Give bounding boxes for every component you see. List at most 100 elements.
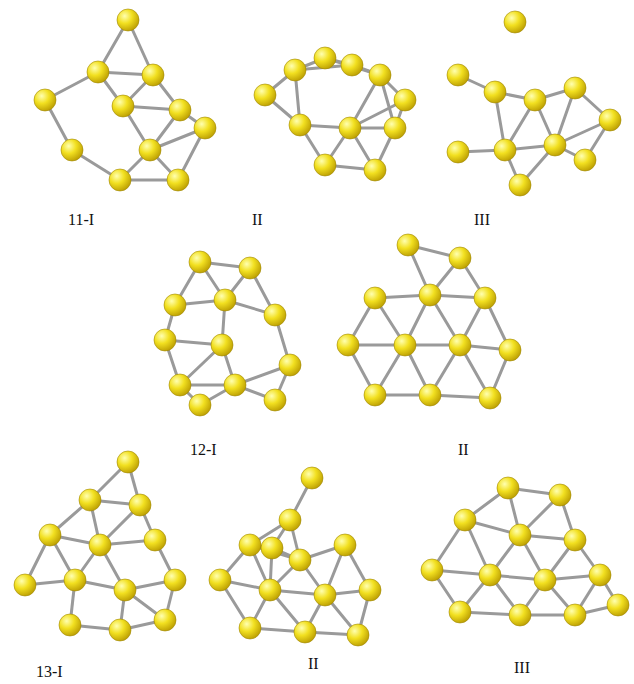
gold-atom [504, 11, 526, 33]
gold-atom [214, 289, 236, 311]
gold-atom [129, 494, 151, 516]
gold-atom [359, 579, 381, 601]
gold-atom [289, 549, 311, 571]
gold-atom [574, 149, 596, 171]
gold-atom [449, 601, 471, 623]
gold-atom [369, 64, 391, 86]
gold-atom [259, 579, 281, 601]
gold-atom [59, 614, 81, 636]
gold-atom [239, 257, 261, 279]
gold-atom [254, 84, 276, 106]
structure-label: III [474, 212, 490, 228]
gold-atom [314, 154, 336, 176]
gold-atom [509, 524, 531, 546]
structure-label: 12-I [190, 442, 217, 458]
gold-atom [474, 287, 496, 309]
gold-atom [479, 564, 501, 586]
gold-atom [109, 169, 131, 191]
gold-atom [117, 451, 139, 473]
gold-atom [364, 287, 386, 309]
structure-label: II [308, 656, 319, 672]
gold-atom [169, 374, 191, 396]
gold-atom [524, 89, 546, 111]
structure-label: III [514, 660, 530, 676]
gold-atom [239, 617, 261, 639]
gold-atom [89, 534, 111, 556]
gold-atom [419, 384, 441, 406]
gold-atom [544, 134, 566, 156]
gold-atom [564, 77, 586, 99]
gold-atom [364, 384, 386, 406]
gold-atom [607, 594, 629, 616]
gold-atom [189, 394, 211, 416]
gold-atom [549, 484, 571, 506]
gold-atom [564, 529, 586, 551]
gold-atom [497, 477, 519, 499]
gold-atom [589, 564, 611, 586]
gold-atom [144, 529, 166, 551]
gold-atom [347, 624, 369, 646]
gold-atom [139, 139, 161, 161]
gold-atom [334, 534, 356, 556]
gold-atom [211, 334, 233, 356]
gold-atom [164, 294, 186, 316]
structure-label: 13-I [36, 664, 63, 680]
gold-atom [117, 9, 139, 31]
gold-atom [164, 569, 186, 591]
gold-atom [64, 569, 86, 591]
bond-lines [25, 20, 618, 635]
gold-atom [154, 329, 176, 351]
gold-atom [314, 584, 336, 606]
gold-atom [289, 114, 311, 136]
gold-atom [239, 534, 261, 556]
gold-atom [87, 61, 109, 83]
gold-atom [112, 95, 134, 117]
gold-atom [394, 334, 416, 356]
gold-atom [564, 604, 586, 626]
gold-atom [384, 117, 406, 139]
gold-atom [364, 159, 386, 181]
gold-atom [169, 99, 191, 121]
gold-atom [189, 251, 211, 273]
gold-atom [447, 141, 469, 163]
gold-atom [499, 339, 521, 361]
gold-atom [509, 604, 531, 626]
gold-atom [599, 109, 621, 131]
gold-atom [394, 89, 416, 111]
gold-atom [494, 139, 516, 161]
gold-atom [421, 559, 443, 581]
gold-atom [509, 174, 531, 196]
gold-atom [34, 89, 56, 111]
gold-atom [447, 64, 469, 86]
gold-atom [339, 117, 361, 139]
structure-label: II [252, 212, 263, 228]
gold-atom [314, 47, 336, 69]
gold-atom [294, 621, 316, 643]
gold-atom [454, 509, 476, 531]
gold-atom [279, 354, 301, 376]
gold-atom [209, 569, 231, 591]
gold-atom [142, 64, 164, 86]
gold-atom [337, 334, 359, 356]
gold-atom [14, 574, 36, 596]
gold-atom [534, 569, 556, 591]
gold-atom [341, 54, 363, 76]
gold-atom [264, 304, 286, 326]
gold-atom [39, 524, 61, 546]
gold-atom [484, 81, 506, 103]
gold-atom [79, 489, 101, 511]
gold-atom [154, 609, 176, 631]
structure-label: II [458, 442, 469, 458]
gold-atom [109, 619, 131, 641]
atom-spheres [14, 9, 629, 646]
structure-label: 11-I [68, 212, 94, 228]
gold-atom [419, 284, 441, 306]
gold-atom [61, 139, 83, 161]
gold-atom [397, 234, 419, 256]
gold-atom [279, 509, 301, 531]
gold-atom [449, 334, 471, 356]
gold-atom [284, 59, 306, 81]
gold-atom [194, 117, 216, 139]
